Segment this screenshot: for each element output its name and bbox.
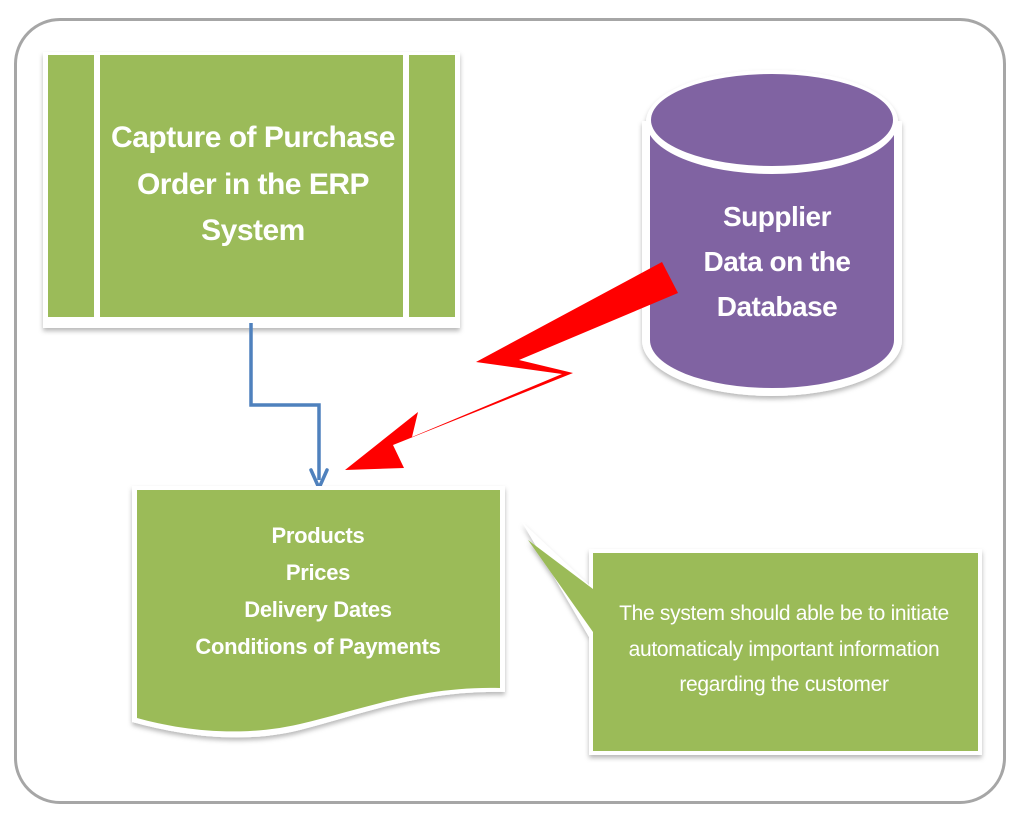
callout-line: automaticaly important information — [628, 637, 940, 661]
document-item: Prices — [285, 559, 351, 585]
elbow-connector-line — [249, 323, 321, 480]
database-label-line: Data on the — [703, 245, 851, 277]
process-label-line: Capture of Purchase — [111, 121, 395, 154]
document-item: Delivery Dates — [244, 596, 392, 622]
process-box-body — [100, 55, 403, 317]
document-item: Products — [271, 523, 365, 548]
database-body — [650, 125, 894, 388]
callout-label: The system should able be to initiate au… — [596, 596, 972, 703]
database-top — [651, 74, 893, 166]
document-label: Products Prices Delivery Dates Condition… — [140, 518, 496, 666]
callout-line: regarding the customer — [679, 673, 889, 697]
process-box-left-bar — [48, 55, 94, 317]
process-label-line: Order in the ERP — [136, 167, 370, 201]
document-item: Conditions of Payments — [195, 633, 441, 659]
database-label-line: Database — [716, 290, 838, 322]
callout-line: The system should able be to initiate — [619, 602, 949, 625]
database-cylinder[interactable] — [642, 70, 902, 396]
lightning-bolt-icon — [345, 262, 678, 470]
process-box[interactable] — [43, 52, 460, 328]
callout-body — [528, 540, 978, 751]
database-label-line: Supplier — [722, 201, 832, 232]
database-label: Supplier Data on the Database — [662, 195, 892, 329]
callout-shape[interactable] — [522, 522, 982, 755]
process-box-label: Capture of Purchase Order in the ERP Sys… — [100, 115, 406, 255]
process-box-right-bar — [409, 55, 455, 317]
elbow-arrow-icon — [249, 323, 329, 490]
document-shape[interactable] — [132, 486, 505, 738]
document-body — [137, 490, 500, 732]
process-label-line: System — [201, 214, 305, 247]
